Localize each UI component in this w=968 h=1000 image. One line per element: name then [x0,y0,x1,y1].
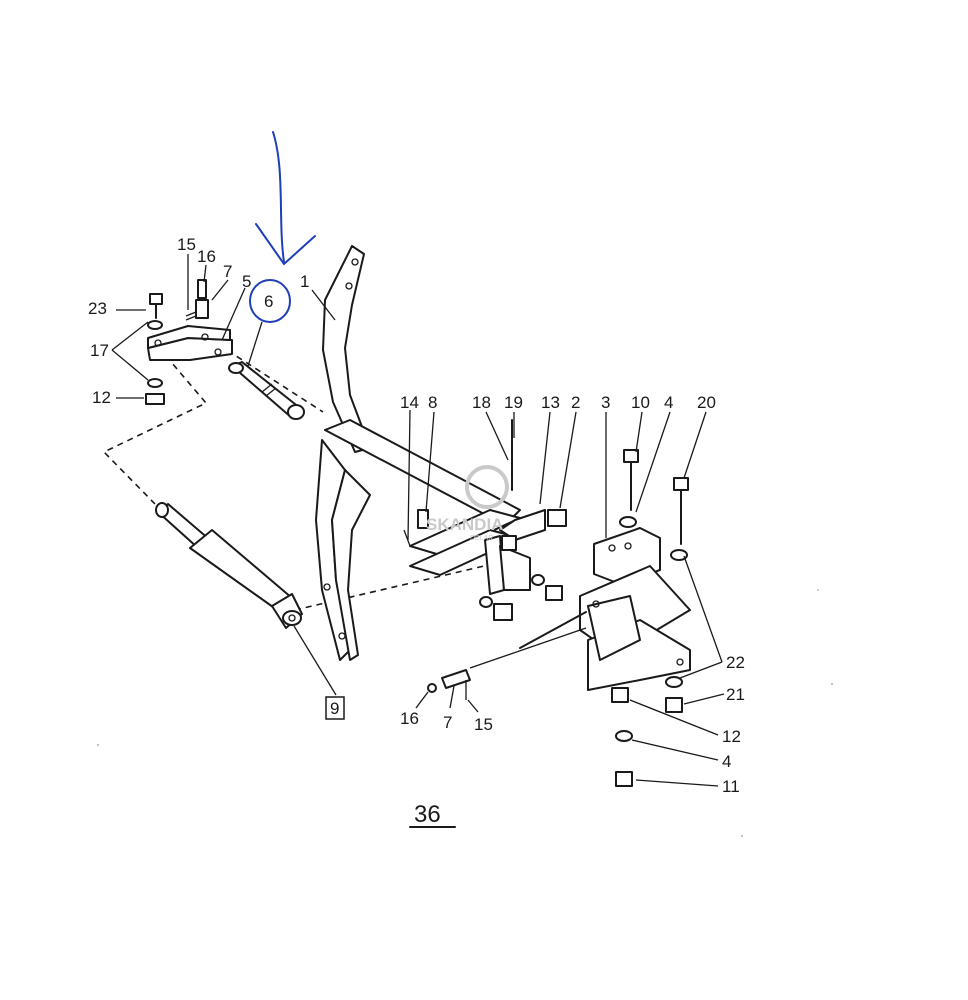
callout-12-right: 12 [722,727,741,746]
center-assembly [403,419,567,621]
callout-13: 13 [541,393,560,412]
callout-18: 18 [472,393,491,412]
callout-20: 20 [697,393,716,412]
callout-8: 8 [428,393,437,412]
circle-annotation-icon [249,279,291,323]
callout-15: 15 [177,235,196,254]
callout-16-bottom: 16 [400,709,419,728]
callout-labels: 23 17 12 15 16 7 5 6 1 14 8 18 19 13 2 3… [88,235,745,796]
callout-23: 23 [88,299,107,318]
callout-11: 11 [722,777,740,796]
scan-specks [96,589,834,838]
watermark-logo-icon: SKANDIA DELAR [426,465,509,542]
callout-7: 7 [223,262,232,281]
callout-14: 14 [400,393,419,412]
callout-1: 1 [300,272,309,291]
callout-7-bottom: 7 [443,713,452,732]
callout-10: 10 [631,393,650,412]
right-hardware [427,449,689,787]
callout-4-top: 4 [664,393,673,412]
mounting-bracket [519,527,691,691]
callout-2: 2 [571,393,580,412]
callout-17: 17 [90,341,109,360]
leader-lines [111,254,725,787]
svg-text:DELAR: DELAR [470,535,493,542]
callout-5: 5 [242,272,251,291]
upper-bracket [147,325,233,361]
figure-number: 36 [409,801,456,828]
svg-text:SKANDIA: SKANDIA [426,515,503,534]
callout-9-box [325,696,345,720]
callout-9: 9 [330,699,339,718]
callout-16: 16 [197,247,216,266]
callout-19: 19 [504,393,523,412]
link-bar [228,361,305,420]
hydraulic-cylinder [155,502,303,629]
callout-6: 6 [264,292,273,311]
callout-21: 21 [726,685,745,704]
callout-15-bottom: 15 [474,715,493,734]
svg-text:36: 36 [414,801,441,828]
callout-22: 22 [726,653,745,672]
left-hardware [145,279,209,405]
callout-3: 3 [601,393,610,412]
callout-12: 12 [92,388,111,407]
arrow-annotation-icon [255,131,316,266]
callout-4-bottom: 4 [722,752,731,771]
